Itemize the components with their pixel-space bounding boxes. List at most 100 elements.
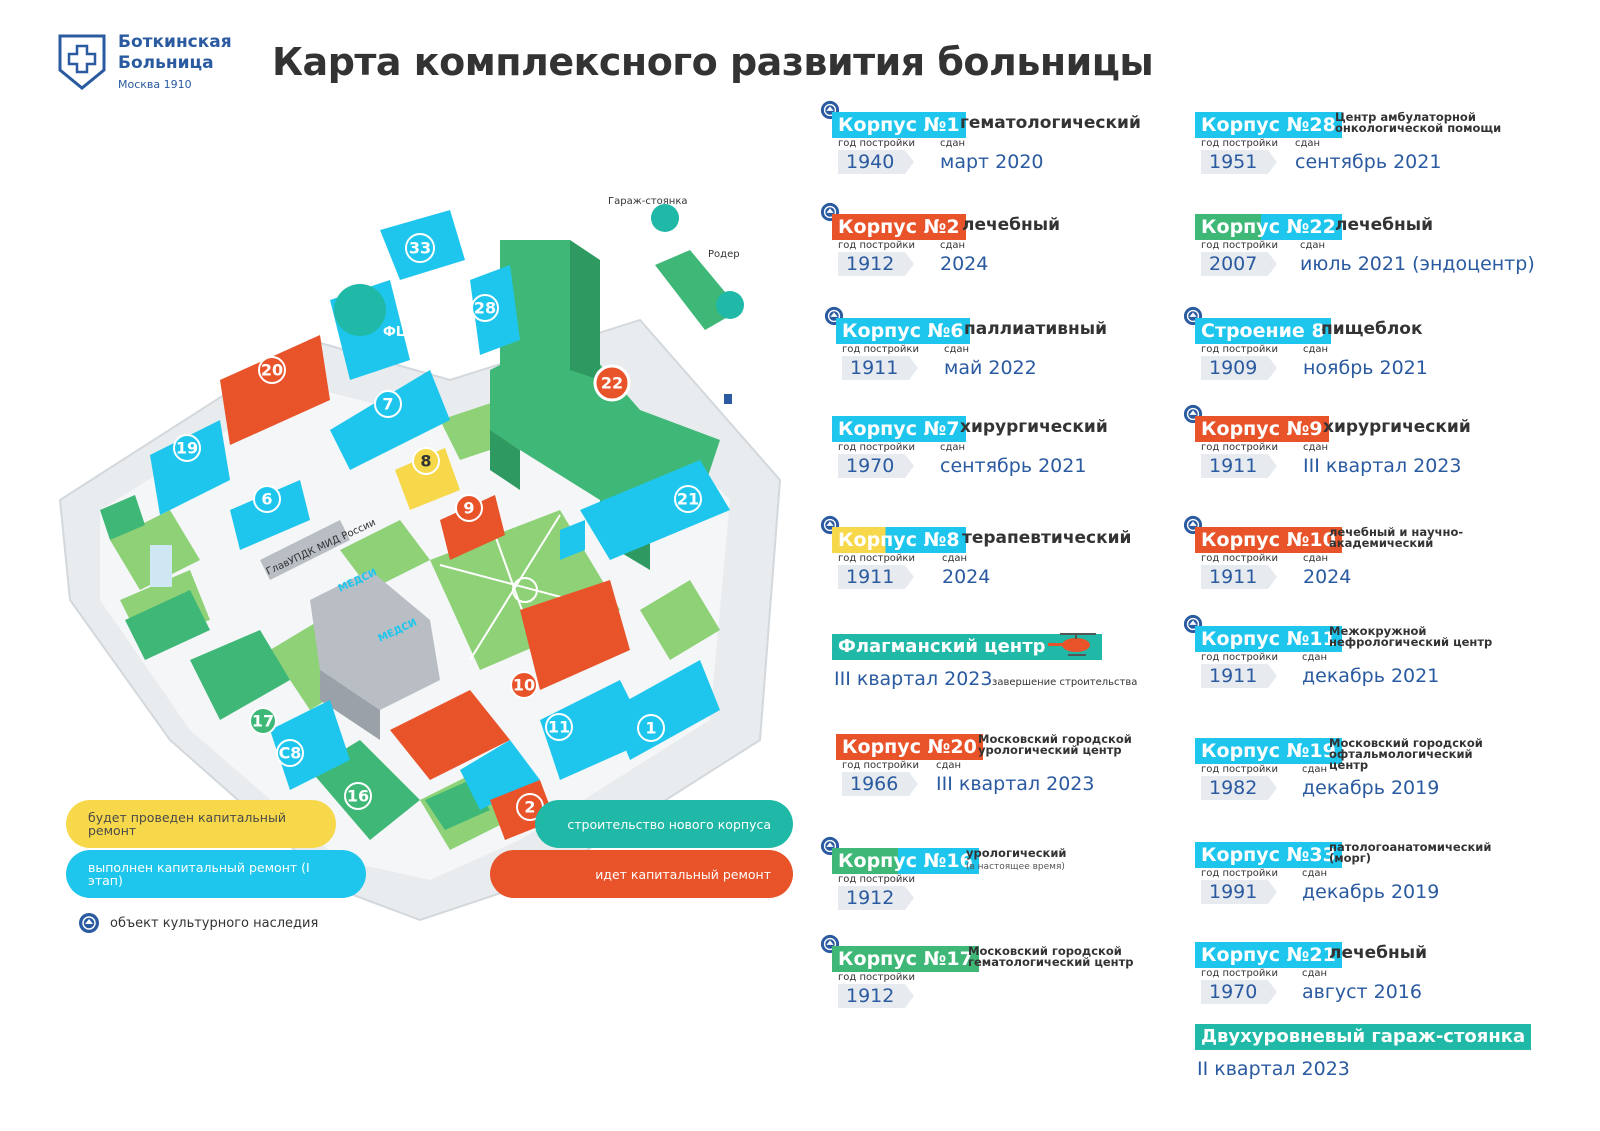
built-year: 1909 bbox=[1201, 356, 1277, 380]
built-label: год постройки bbox=[842, 344, 919, 355]
built-year: 1911 bbox=[838, 565, 914, 589]
building-type: лечебный bbox=[1335, 215, 1434, 235]
built-label: год постройки bbox=[1201, 968, 1278, 979]
built-year: 1940 bbox=[838, 150, 914, 174]
svg-text:C8: C8 bbox=[279, 744, 302, 763]
svg-text:17: 17 bbox=[252, 712, 274, 731]
building-tag: Строение 8 bbox=[1195, 318, 1331, 344]
done-date: август 2016 bbox=[1302, 981, 1422, 1003]
map-label-fc: ФЦ bbox=[383, 325, 408, 340]
building-21 bbox=[580, 460, 730, 560]
logo-line-1: Боткинская bbox=[118, 32, 232, 52]
building-tag: Корпус №19 bbox=[1195, 738, 1342, 764]
built-year: 1966 bbox=[842, 772, 918, 796]
building-tag: Корпус №17 bbox=[832, 946, 979, 972]
garage-tag: Двухуровневый гараж-стоянка bbox=[1195, 1024, 1532, 1050]
done-label: сдан bbox=[940, 240, 966, 251]
svg-text:8: 8 bbox=[420, 452, 431, 471]
building-10 bbox=[520, 580, 630, 690]
building-tag: Корпус №6 bbox=[836, 318, 970, 344]
green-building bbox=[190, 630, 290, 720]
legend-text: строительство нового корпуса bbox=[567, 816, 771, 832]
page-title: Карта комплексного развития больницы bbox=[272, 40, 1154, 84]
flagship-tag: Флагманский центр bbox=[832, 634, 1102, 660]
legend-heritage: объект культурного наследия bbox=[78, 912, 318, 934]
flagship-note: завершение строительства bbox=[992, 677, 1138, 688]
small-building bbox=[150, 545, 172, 587]
medsi-building bbox=[310, 570, 440, 710]
helicopter-icon bbox=[1048, 633, 1096, 656]
built-year: 1970 bbox=[1201, 980, 1277, 1004]
done-label: сдан bbox=[942, 553, 968, 564]
legend-text: идет капитальный ремонт bbox=[595, 866, 771, 882]
done-date: декабрь 2019 bbox=[1302, 881, 1440, 903]
building-type: Московский городской урологический центр bbox=[978, 732, 1132, 757]
built-year: 1951 bbox=[1201, 150, 1277, 174]
building-tag: Корпус №1 bbox=[832, 112, 966, 138]
svg-text:6: 6 bbox=[261, 490, 272, 509]
built-year: 1911 bbox=[1201, 454, 1277, 478]
done-label: сдан bbox=[944, 344, 970, 355]
building-c8 bbox=[270, 700, 350, 790]
hospital-logo: Боткинская Больница Москва 1910 bbox=[56, 30, 246, 100]
building-tag: Корпус №2 bbox=[832, 214, 966, 240]
built-label: год постройки bbox=[1201, 553, 1278, 564]
built-label: год постройки bbox=[838, 442, 915, 453]
done-date: сентябрь 2021 bbox=[1295, 151, 1442, 173]
built-label: год постройки bbox=[1201, 240, 1278, 251]
garage-rotunda bbox=[651, 204, 679, 232]
done-label: сдан bbox=[936, 760, 962, 771]
done-label: сдан bbox=[1303, 344, 1329, 355]
done-label: сдан bbox=[940, 138, 966, 149]
built-year: 1911 bbox=[1201, 565, 1277, 589]
upd-building bbox=[260, 520, 350, 580]
map-label-garage: Гараж-стоянка bbox=[608, 196, 687, 207]
flagship-date: III квартал 2023 bbox=[834, 668, 993, 690]
lawn bbox=[340, 520, 430, 590]
hospital-campus-map: 33 28 20 7 22 19 8 6 9 21 10 11 1 17 C8 … bbox=[58, 196, 782, 922]
done-label: сдан bbox=[1302, 968, 1328, 979]
done-label: сдан bbox=[1302, 764, 1328, 775]
medsi-building-side bbox=[320, 670, 380, 740]
svg-text:11: 11 bbox=[548, 718, 570, 737]
built-label: год постройки bbox=[1201, 652, 1278, 663]
done-date: декабрь 2019 bbox=[1302, 777, 1440, 799]
built-label: год постройки bbox=[838, 972, 915, 983]
svg-text:2: 2 bbox=[524, 798, 535, 817]
built-label: год постройки bbox=[838, 138, 915, 149]
building-type: гематологический bbox=[960, 113, 1141, 133]
done-label: сдан bbox=[1295, 138, 1321, 149]
building-type: лечебный bbox=[962, 215, 1061, 235]
svg-text:28: 28 bbox=[474, 299, 496, 318]
legend-heritage-text: объект культурного наследия bbox=[110, 915, 319, 931]
building-6 bbox=[230, 480, 310, 550]
building-tag: Корпус №21 bbox=[1195, 942, 1342, 968]
building-type: Центр амбулаторной онкологической помощи bbox=[1335, 110, 1502, 135]
built-year: 1982 bbox=[1201, 776, 1277, 800]
built-year: 1991 bbox=[1201, 880, 1277, 904]
svg-text:20: 20 bbox=[261, 361, 283, 380]
done-label: сдан bbox=[1300, 240, 1326, 251]
building-tag: Корпус №9 bbox=[1195, 416, 1329, 442]
built-label: год постройки bbox=[1201, 344, 1278, 355]
done-date: 2024 bbox=[942, 566, 991, 588]
svg-text:16: 16 bbox=[347, 787, 369, 806]
building-tag: Корпус №8 bbox=[832, 527, 966, 553]
built-year: 1911 bbox=[1201, 664, 1277, 688]
building-tag: Корпус №10 bbox=[1195, 527, 1342, 553]
hospital-crest-icon bbox=[58, 34, 106, 90]
lawn bbox=[640, 580, 720, 660]
building-type: лечебный и научно-академический bbox=[1329, 525, 1464, 550]
svg-text:7: 7 bbox=[382, 395, 393, 414]
done-date: июль 2021 (эндоцентр) bbox=[1300, 253, 1535, 275]
building-type: паллиативный bbox=[964, 319, 1108, 339]
building-tag: Корпус №16 bbox=[832, 848, 979, 874]
svg-text:21: 21 bbox=[677, 490, 699, 509]
